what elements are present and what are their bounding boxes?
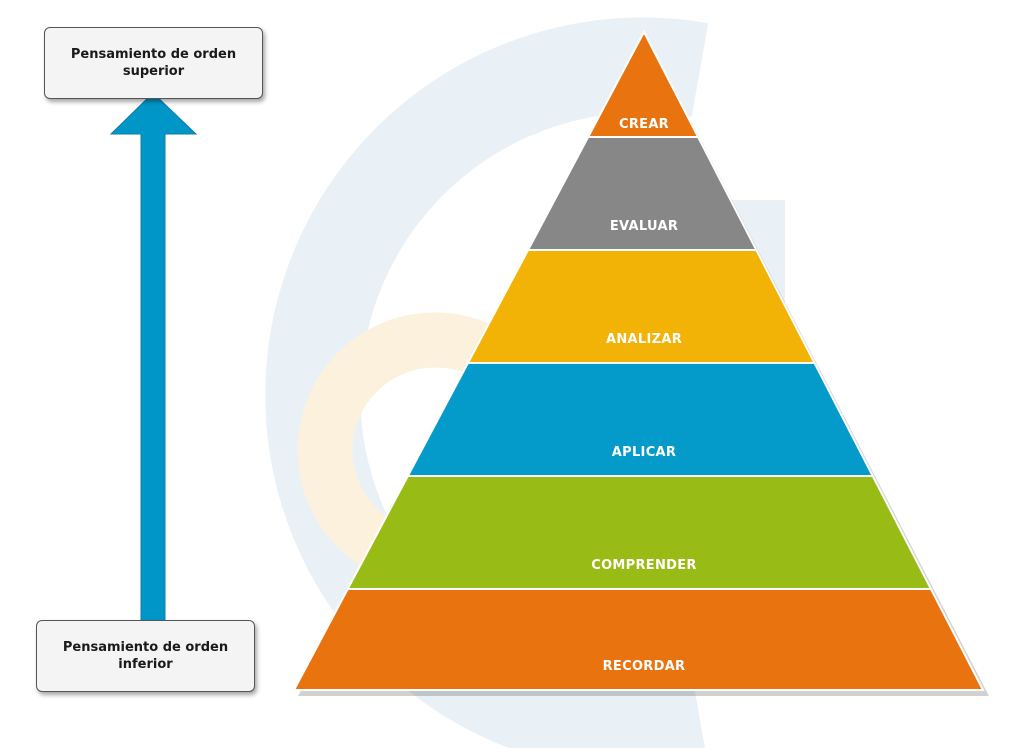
higher-order-thinking-box: Pensamiento de orden superior: [44, 27, 263, 99]
lower-order-thinking-box: Pensamiento de orden inferior: [36, 620, 255, 692]
higher-order-thinking-label: Pensamiento de orden superior: [70, 47, 237, 79]
arrow-shape: [109, 92, 198, 625]
upward-arrow: [109, 92, 198, 625]
pyramid-tier-label-crear: CREAR: [619, 117, 669, 132]
pyramid-tier-label-evaluar: EVALUAR: [610, 219, 678, 234]
pyramid: CREAR EVALUAR ANALIZAR APLICAR COMPRENDER REC…: [292, 29, 989, 696]
pyramid-tier-label-analizar: ANALIZAR: [606, 332, 682, 347]
pyramid-tier-recordar: [292, 588, 985, 691]
lower-order-thinking-label: Pensamiento de orden inferior: [62, 640, 229, 672]
pyramid-tier-label-recordar: RECORDAR: [603, 659, 686, 674]
pyramid-tier-label-aplicar: APLICAR: [612, 445, 676, 460]
pyramid-tier-label-comprender: COMPRENDER: [591, 558, 697, 573]
